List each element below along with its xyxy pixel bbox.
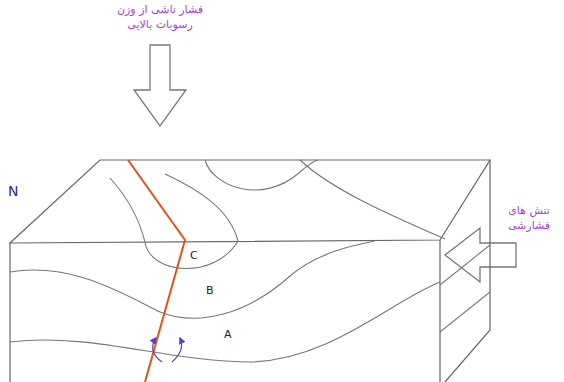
north-label: N [8, 182, 18, 201]
layer-label: A [224, 328, 232, 343]
layer-label: C [190, 249, 198, 264]
movement-arrow [153, 338, 162, 362]
load-arrow [134, 45, 186, 126]
load-label: فشار ناشی از وزن رسوبات بالایی [105, 3, 215, 33]
block-outline [10, 160, 490, 382]
stress-arrow [445, 228, 516, 282]
layer-label: B [206, 284, 214, 299]
fault-line [128, 160, 185, 382]
stress-label: تنش های فشارشی [500, 204, 558, 234]
fold-lines [10, 160, 490, 362]
movement-arrow [172, 338, 182, 362]
